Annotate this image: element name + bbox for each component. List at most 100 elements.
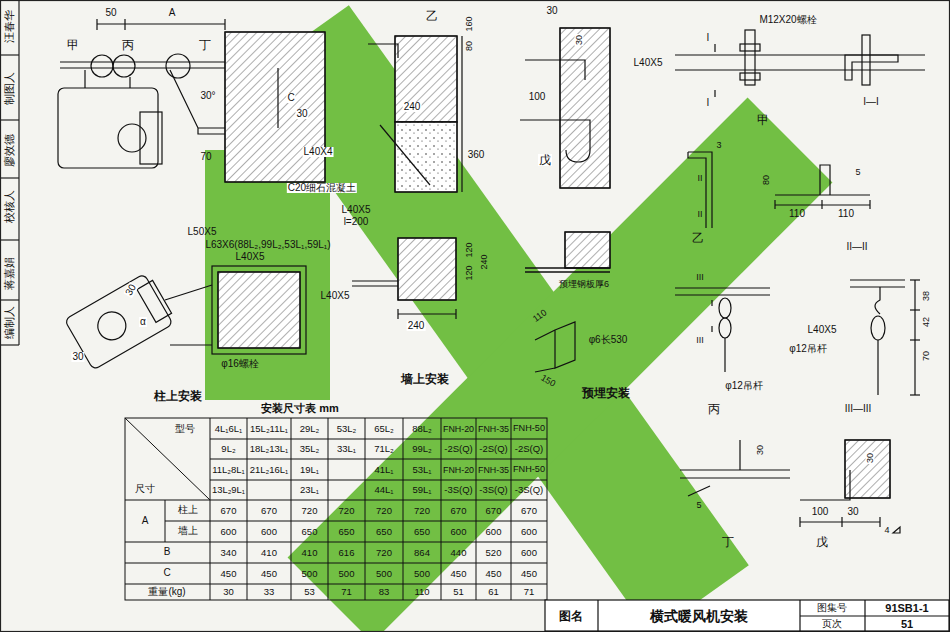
column-mount-plan-part-part xyxy=(93,307,131,345)
table-cell: 670 xyxy=(450,506,468,516)
table-cell: FNH-50 xyxy=(512,424,546,433)
column-mount-top-part xyxy=(60,67,225,68)
dimension-label: 丙 xyxy=(121,39,135,51)
detail-drawings-part xyxy=(719,298,731,318)
dimension-label: 丁 xyxy=(198,39,212,51)
dimension-label: L63X6(88L₂,99L₂,53L₁,59L₁) xyxy=(204,240,331,250)
table-cell: -3S(Q) xyxy=(443,485,474,495)
dimension-label: φ12吊杆 xyxy=(788,344,828,354)
title-block-cell: 页次 xyxy=(821,619,843,629)
dimension-label: 80 xyxy=(762,174,771,186)
dimension-label: α xyxy=(139,317,147,327)
table-cell: 670 xyxy=(485,506,503,516)
table-cell: 35L₂ xyxy=(299,444,321,454)
column-mount-top-part xyxy=(224,19,225,30)
column-mount-top-part xyxy=(84,70,85,88)
table-header: 尺寸 xyxy=(134,484,156,494)
wall-mount-part xyxy=(395,122,457,192)
table-cell: 720 xyxy=(375,506,393,516)
table-cell: FNH-35 xyxy=(477,424,510,433)
column-mount-top-part xyxy=(113,55,135,77)
table-cell: 71L₂ xyxy=(373,444,395,454)
size-table-part xyxy=(476,418,477,600)
table-cell: FNH-20 xyxy=(442,424,475,433)
dimension-label: 安装尺寸表 mm xyxy=(260,403,340,414)
table-cell: FNH-50 xyxy=(512,465,546,474)
dimension-label: φ12吊杆 xyxy=(724,381,764,391)
table-cell: 440 xyxy=(450,548,468,558)
column-mount-top-part xyxy=(140,112,162,164)
column-mount-plan-part xyxy=(218,272,300,348)
table-cell: 670 xyxy=(220,506,238,516)
table-cell: 616 xyxy=(338,548,356,558)
detail-drawings-part xyxy=(893,527,900,533)
wall-mount xyxy=(352,36,462,319)
wall-mount-part xyxy=(395,36,457,122)
table-header: 型号 xyxy=(174,424,196,434)
dimension-label: 80 xyxy=(465,40,474,52)
column-mount-top-part xyxy=(129,77,130,88)
detail-drawings-part xyxy=(821,200,822,209)
dimension-label: 50 xyxy=(104,8,117,18)
detail-drawings-part xyxy=(910,394,920,395)
table-cell: 600 xyxy=(220,527,238,537)
detail-drawings-part xyxy=(845,55,898,80)
signature-label: 廖效德 xyxy=(4,133,15,168)
size-table-part xyxy=(210,459,547,460)
size-table-part xyxy=(125,542,547,543)
wall-mount-part xyxy=(398,313,456,314)
detail-drawings-part xyxy=(675,288,770,295)
table-cell: 450 xyxy=(450,569,468,579)
table-cell: FNH-35 xyxy=(477,465,510,474)
size-table-part xyxy=(125,500,547,501)
table-cell: 65L₂ xyxy=(373,424,395,434)
table-cell: 23L₁ xyxy=(299,485,320,495)
table-cell: 53L₂ xyxy=(336,424,358,434)
dimension-label: 30 xyxy=(545,6,558,16)
table-cell: 11L₂8L₁ xyxy=(211,465,246,475)
dimension-label: 240 xyxy=(480,253,489,270)
detail-drawings-part xyxy=(775,165,870,195)
detail-drawings-part xyxy=(910,339,920,340)
signature-label: 校核人 xyxy=(4,189,15,224)
dimension-label: C xyxy=(286,93,295,103)
table-cell: 83 xyxy=(378,587,391,597)
sheet-frame-part xyxy=(0,54,19,55)
dimension-label: 5 xyxy=(695,501,702,510)
size-table-part xyxy=(125,418,547,600)
detail-drawings xyxy=(675,30,925,533)
wall-mount-part xyxy=(461,36,462,192)
table-cell: 650 xyxy=(338,527,356,537)
table-cell: 33 xyxy=(263,587,276,597)
table-cell: 18L₂13L₁ xyxy=(249,444,290,454)
dimension-label: 240 xyxy=(407,321,426,331)
dimension-label: 丙 xyxy=(707,403,721,415)
dimension-label: L40X4 xyxy=(303,147,334,157)
size-table-part xyxy=(210,418,211,600)
column-mount-top-part xyxy=(60,61,225,62)
column-mount-plan-part xyxy=(218,272,300,348)
sheet-frame-part xyxy=(0,177,19,178)
table-header: 柱上 xyxy=(177,505,199,515)
wall-mount-part xyxy=(455,309,456,319)
table-cell: 720 xyxy=(338,506,356,516)
dimension-label: 戊 xyxy=(815,536,829,548)
size-table-part xyxy=(125,584,547,585)
column-mount-top-part xyxy=(277,68,278,128)
dimension-label: 预埋安装 xyxy=(581,387,631,399)
detail-drawings-part xyxy=(740,73,760,80)
dimension-label: L40X5 xyxy=(633,58,664,68)
dimension-label: 甲 xyxy=(756,114,770,126)
embedded-mount-part xyxy=(560,28,610,188)
detail-drawings-part xyxy=(688,486,710,496)
dimension-label: M12X20螺栓 xyxy=(758,15,817,25)
detail-drawings-part xyxy=(845,440,890,498)
size-table-part xyxy=(247,418,248,600)
size-table-part xyxy=(328,418,329,600)
table-cell: 61 xyxy=(487,587,500,597)
dimension-label: 30° xyxy=(199,91,216,101)
detail-drawings-part xyxy=(724,338,725,372)
column-mount-plan-part xyxy=(170,344,212,345)
size-table-part xyxy=(365,418,366,600)
